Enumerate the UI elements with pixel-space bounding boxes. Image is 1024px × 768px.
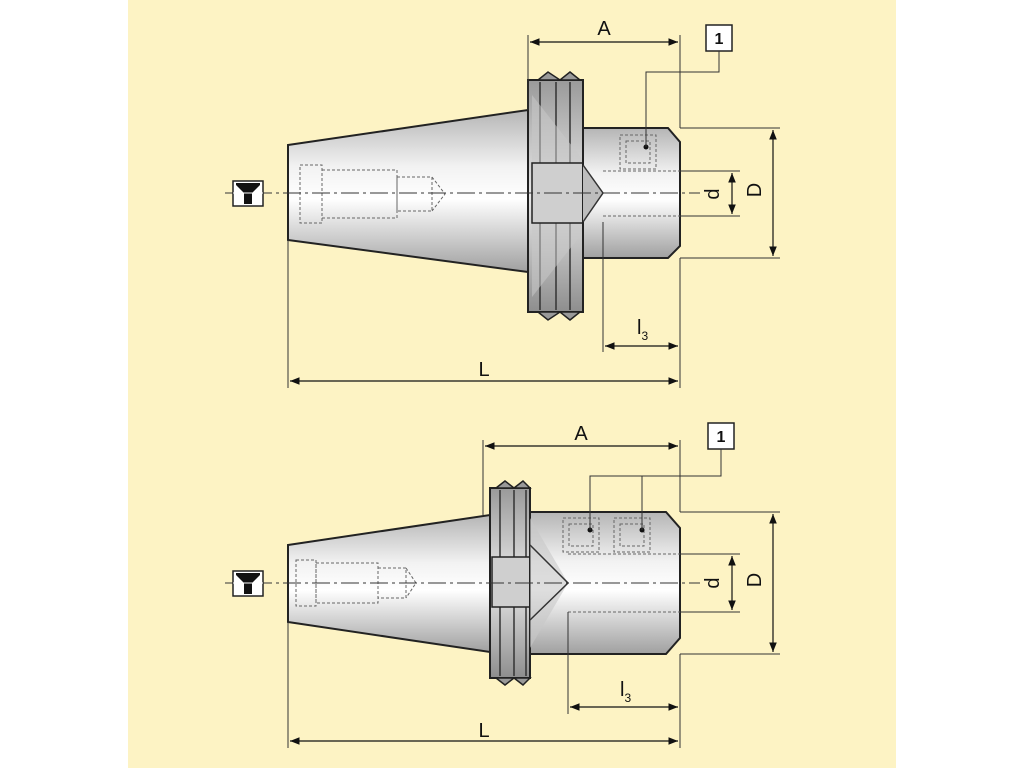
dim-label-d: d [702, 577, 724, 588]
taper-cone [287, 108, 529, 274]
svg-text:l3: l3 [637, 317, 648, 343]
dim-label-d: d [702, 188, 724, 199]
dimension-A: A [527, 18, 681, 128]
dimension-A: A [482, 423, 681, 515]
dimension-d: d [680, 553, 740, 613]
clamp-symbol-icon [232, 180, 264, 207]
dim-label-D: D [744, 573, 766, 587]
dimension-L: L [287, 240, 681, 388]
dim-label-A: A [574, 423, 588, 445]
dim-label-L: L [478, 359, 489, 381]
dim-label-l3-sub: 3 [624, 691, 631, 705]
dimension-l3: l3 [567, 612, 678, 714]
dim-label-A: A [597, 18, 611, 40]
drawing-bottom: A 1 L l3 [225, 422, 780, 748]
dim-label-D: D [744, 183, 766, 197]
dim-label-l3: l [637, 317, 641, 339]
callout-number: 1 [717, 429, 726, 446]
drawing-top: A 1 L l3 [225, 18, 780, 388]
clamp-symbol-icon [232, 570, 264, 597]
dim-label-L: L [478, 720, 489, 742]
dim-label-l3: l [620, 679, 624, 701]
flange [527, 71, 584, 321]
svg-text:l3: l3 [620, 679, 631, 705]
dimension-d: d [680, 170, 740, 217]
dim-label-l3-sub: 3 [641, 329, 648, 343]
callout-1: 1 [589, 422, 735, 530]
dimension-l3: l3 [602, 222, 678, 352]
dimension-D: D [680, 127, 780, 259]
dimension-D: D [680, 511, 780, 655]
callout-1: 1 [645, 24, 733, 147]
hidden-bore [299, 164, 446, 224]
callout-number: 1 [715, 31, 724, 48]
dimension-L: L [287, 622, 681, 748]
